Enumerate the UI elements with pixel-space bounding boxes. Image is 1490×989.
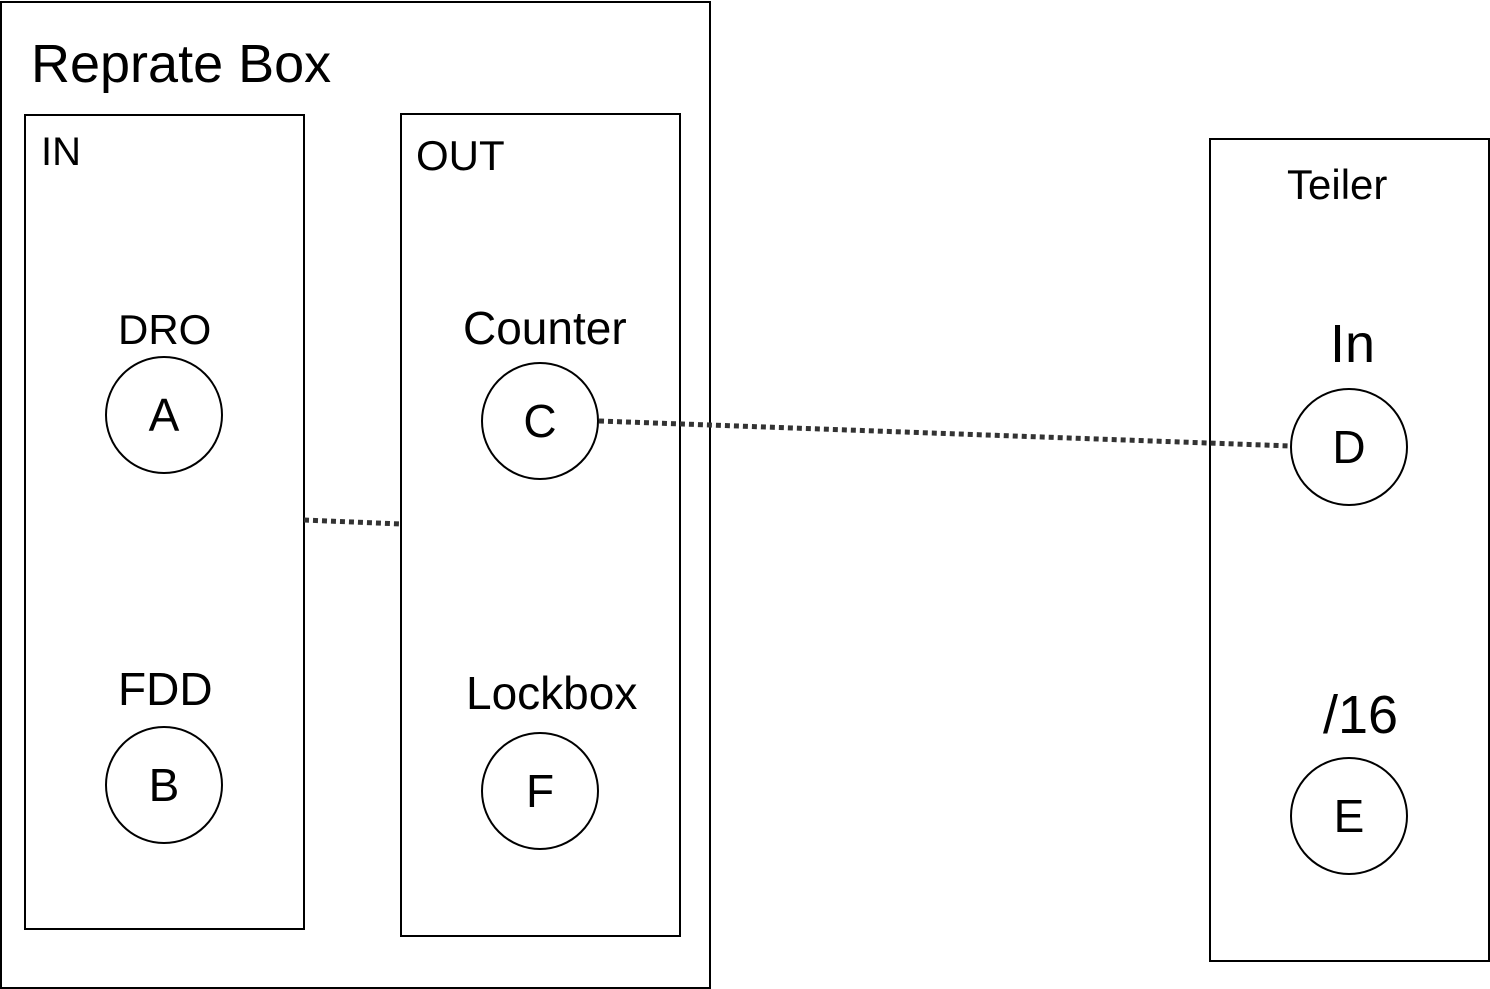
out-group-title: OUT (416, 132, 505, 179)
node-a: A (105, 356, 223, 474)
reprate-box-title: Reprate Box (31, 34, 332, 94)
reprate-box (0, 1, 711, 989)
teiler-title: Teiler (1287, 161, 1388, 208)
in-group-title: IN (41, 130, 81, 174)
node-d-letter: D (1332, 421, 1366, 473)
teiler-box (1209, 138, 1490, 962)
node-c-caption: Counter (463, 302, 627, 354)
node-b-letter: B (148, 759, 180, 811)
node-e-letter: E (1333, 790, 1365, 842)
node-a-letter: A (148, 389, 180, 441)
node-d-caption: In (1330, 314, 1376, 374)
node-d: D (1290, 388, 1408, 506)
node-b-caption: FDD (118, 663, 213, 715)
node-f: F (481, 732, 599, 850)
node-c: C (481, 362, 599, 480)
node-f-caption: Lockbox (466, 667, 638, 719)
node-b: B (105, 726, 223, 844)
node-e-caption: /16 (1323, 685, 1399, 745)
node-f-letter: F (525, 765, 555, 817)
node-e: E (1290, 757, 1408, 875)
node-a-caption: DRO (118, 306, 212, 353)
node-c-letter: C (523, 395, 557, 447)
